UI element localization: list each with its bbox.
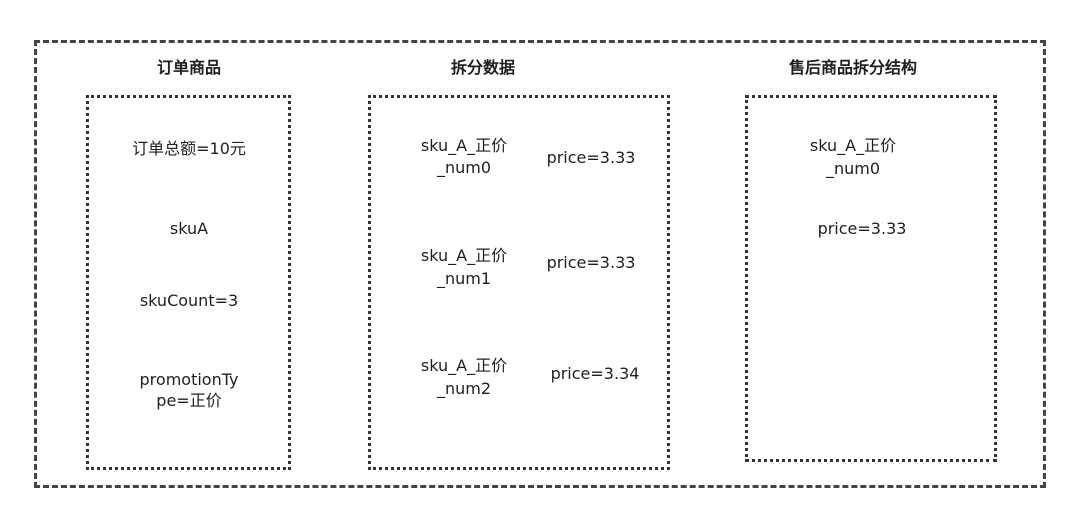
split-item-0-price: price=3.33	[546, 148, 636, 167]
split-item-1-price: price=3.33	[546, 253, 636, 272]
split-data-box	[368, 95, 670, 470]
split-item-0-name: sku_A_正价	[420, 136, 508, 155]
order-total-text: 订单总额=10元	[132, 139, 246, 158]
split-item-1-suffix: _num1	[436, 269, 492, 288]
aftersale-structure-box	[745, 95, 997, 462]
aftersale-item-price: price=3.33	[817, 219, 907, 238]
split-item-0-suffix: _num0	[436, 158, 492, 177]
sku-count-text: skuCount=3	[139, 291, 239, 310]
aftersale-structure-title: 售后商品拆分结构	[788, 58, 918, 77]
order-goods-box	[86, 95, 291, 470]
split-item-2-name: sku_A_正价	[420, 356, 508, 375]
split-item-2-suffix: _num2	[436, 379, 492, 398]
sku-name-text: skuA	[169, 219, 209, 238]
aftersale-item-name: sku_A_正价	[809, 136, 897, 155]
split-data-title: 拆分数据	[450, 58, 516, 77]
order-goods-title: 订单商品	[156, 58, 222, 77]
aftersale-item-suffix: _num0	[825, 159, 881, 178]
split-item-1-name: sku_A_正价	[420, 246, 508, 265]
promotion-type-line1: promotionTy	[139, 370, 239, 389]
outer-frame	[34, 40, 1046, 488]
promotion-type-line2: pe=正价	[156, 391, 222, 410]
split-item-2-price: price=3.34	[550, 364, 640, 383]
